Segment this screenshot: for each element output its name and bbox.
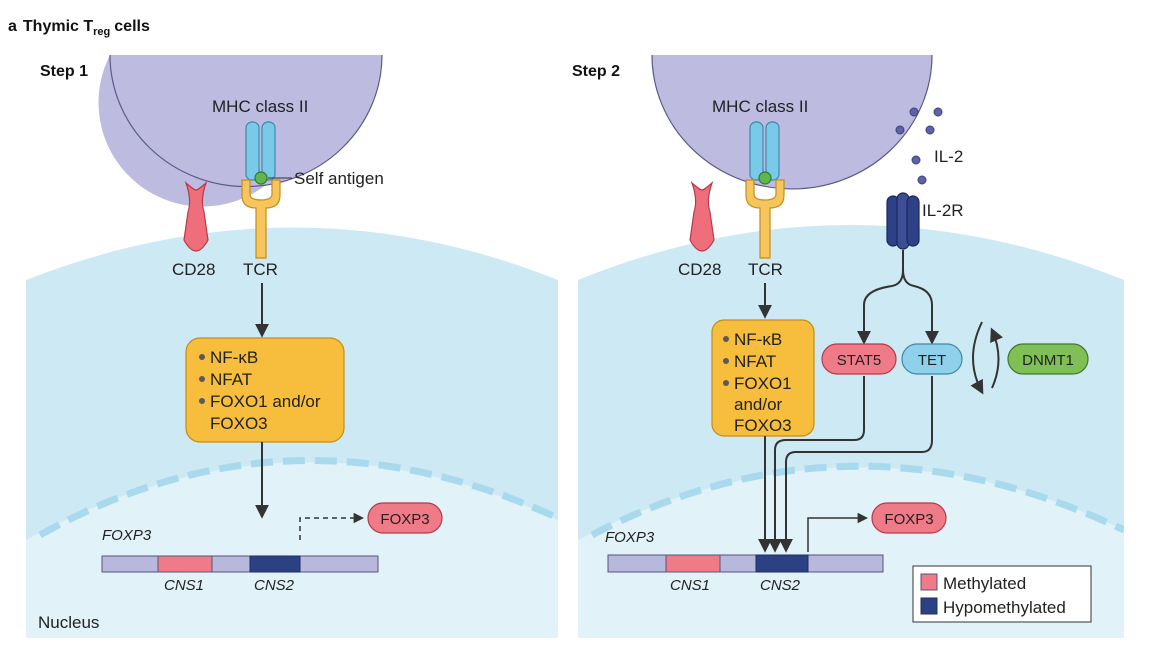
dnmt1-label: DNMT1: [1022, 352, 1074, 369]
step2-cns2-label: CNS2: [760, 577, 801, 594]
step2-mhc-label: MHC class II: [712, 97, 808, 116]
step1-tf-item: NF-κB: [210, 348, 258, 367]
step2-tcr-label: TCR: [748, 260, 783, 279]
step2-cns1-label: CNS1: [670, 577, 710, 594]
step2-tcr-icon: [745, 179, 785, 259]
tet-label: TET: [918, 352, 946, 369]
il2-label: IL-2: [934, 147, 963, 166]
step1-cns1-label: CNS1: [164, 577, 204, 594]
step2-tf-item: NFAT: [734, 352, 776, 371]
step2-title: Step 2: [572, 63, 620, 80]
stat5-label: STAT5: [837, 352, 881, 369]
il2-cytokine-dots: [895, 107, 943, 185]
step2-cns1-region: [665, 554, 721, 573]
stat5-to-cns2-arrow: [768, 376, 865, 553]
dnmt1-cycle-arrow-right: [990, 327, 1003, 389]
step2-expression-arrow: [807, 512, 869, 552]
nuclear-envelope: [38, 456, 558, 539]
step1-tf-item: FOXO1 and/or: [210, 392, 321, 411]
apc-cell-outline: [651, 54, 933, 190]
self-antigen-icon: [758, 171, 772, 185]
il2r-to-tet-arrow: [902, 269, 939, 345]
legend-methylated-label: Methylated: [943, 574, 1026, 593]
step1-tf-box: [185, 337, 345, 443]
step2-foxp3-protein: [871, 502, 947, 534]
dnmt1-node: [1007, 343, 1089, 375]
self-antigen-icon: [254, 171, 268, 185]
step1-cns1-region: [157, 555, 213, 573]
step2-tf-box: [711, 319, 815, 437]
step2-cd28-icon: [689, 181, 715, 252]
self-antigen-label: Self antigen: [294, 169, 384, 188]
step1-expression-arrow: [299, 512, 365, 540]
step1-tcr-label: TCR: [243, 260, 278, 279]
step2-gene-bar: [607, 554, 884, 573]
step2-cd28-label: CD28: [678, 260, 721, 279]
tet-node: [901, 343, 963, 375]
step1-mhc-icon: [245, 121, 276, 181]
legend-hypomethylated-label: Hypomethylated: [943, 598, 1066, 617]
step2-tf-item: and/or: [734, 395, 783, 414]
step1-tf-item: NFAT: [210, 370, 252, 389]
step2-cns2-region: [755, 554, 809, 573]
step2-foxp3-label: FOXP3: [884, 511, 933, 528]
step1-cd28-label: CD28: [172, 260, 215, 279]
dnmt1-cycle-arrow-left: [970, 321, 984, 395]
legend-hypomethylated-swatch: [920, 597, 938, 615]
legend: Methylated Hypomethylated: [912, 565, 1092, 623]
legend-methylated-swatch: [920, 573, 938, 591]
nucleus-label: Nucleus: [38, 613, 99, 632]
nuclear-envelope: [590, 462, 1124, 539]
step2-tf-item: NF-κB: [734, 330, 782, 349]
step1-tf-item: FOXO3: [210, 414, 268, 433]
step1-gene-label: FOXP3: [102, 527, 152, 544]
step1-mhc-label: MHC class II: [212, 97, 308, 116]
stat5-node: [821, 343, 897, 375]
step2-mhc-icon: [749, 121, 780, 181]
step1-tcr-icon: [241, 179, 281, 259]
step1-foxp3-label: FOXP3: [380, 511, 429, 528]
step1-cd28-icon: [183, 181, 209, 252]
il2r-icon: [886, 192, 920, 250]
step1-cns2-region: [249, 555, 301, 573]
step1-gene-bar: [101, 555, 379, 573]
step1-title: Step 1: [40, 63, 88, 80]
step2-gene-label: FOXP3: [605, 529, 655, 546]
step2-tf-item: FOXO3: [734, 416, 792, 435]
tet-to-cns2-arrow: [779, 376, 933, 553]
step1-cns2-label: CNS2: [254, 577, 295, 594]
step1-foxp3-protein: [367, 502, 443, 534]
il2r-label: IL-2R: [922, 201, 964, 220]
step2-tf-item: FOXO1: [734, 374, 792, 393]
